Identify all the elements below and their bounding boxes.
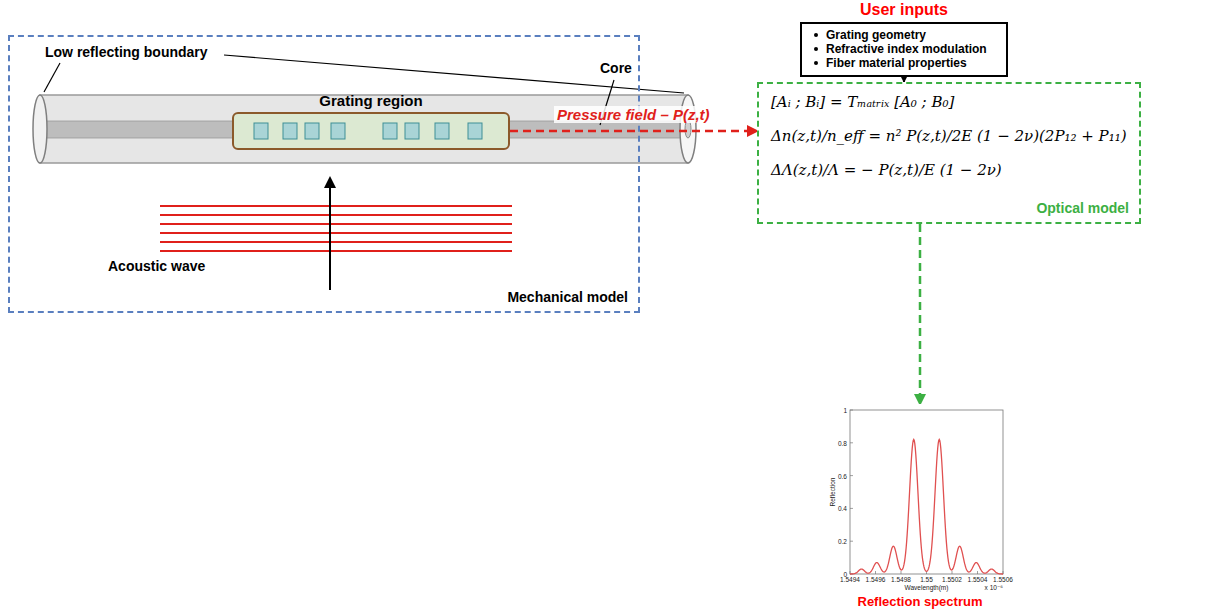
grating-periods [234,114,508,148]
tick-label: 1.5494 [840,576,860,583]
equation: Δn(z,t)/n_eff = n² P(z,t)/2E (1 − 2ν)(2P… [771,126,1127,146]
node-title: User inputs [802,1,1006,19]
bullet-item: Fiber material properties [814,56,996,70]
acoustic-wavefronts [160,206,512,251]
bullet-dot [814,33,818,37]
tick-label: 1.5496 [866,576,886,583]
node-title: Mechanical model [507,289,628,305]
node-title: Reflection spectrum [820,594,1020,609]
bullet-dot [814,47,818,51]
bullet-item: Refractive index modulation [814,42,996,56]
optical-model-box: [Aᵢ ; Bᵢ] = Tₘₐₜᵣᵢₓ [A₀ ; B₀] Δn(z,t)/n_e… [757,82,1141,224]
tick-label: 0.8 [838,439,847,446]
axis-title: Wavelength(m) [905,584,949,591]
input-item: Grating geometry [826,28,926,42]
input-box: User inputsGrating geometryRefractive in… [800,22,1008,77]
part-label: Low reflecting boundary [45,44,208,60]
node-title: Optical model [1036,200,1129,216]
input-item: Refractive index modulation [826,42,987,56]
bullet-dot [814,61,818,65]
node-title: Grating region [234,92,508,109]
tick-label: 0.6 [838,472,847,479]
tick-label: 1.5502 [942,576,962,583]
part-label: Core [600,60,632,76]
tick-label: 1 [843,407,847,414]
left-boundary [33,95,47,163]
equation: ΔΛ(z,t)/Λ = − P(z,t)/E (1 − 2ν) [771,160,1127,180]
tick-label: 0.4 [838,505,847,512]
input-item: Fiber material properties [826,56,967,70]
flow-arrow [510,130,757,133]
tick-label: 1.5498 [891,576,911,583]
tick-label: 1.5506 [993,576,1013,583]
edge-label: Pressure field – P(z,t) [554,106,713,123]
tick-label: 1.5504 [968,576,988,583]
part-label: Acoustic wave [108,258,205,274]
bullet-item: Grating geometry [814,28,996,42]
flow-arrow [919,224,922,404]
axis-exponent: x 10⁻⁶ [985,584,1003,592]
leader-line [44,63,60,92]
leader-line [224,55,684,93]
axis-title: Reflection [829,478,836,507]
equation: [Aᵢ ; Bᵢ] = Tₘₐₜᵣᵢₓ [A₀ ; B₀] [771,92,1127,112]
tick-label: 1.55 [920,576,933,583]
model-region: Mechanical model Grating region [8,35,640,313]
tick-label: 0.2 [838,538,847,545]
propagation-arrow [329,178,331,290]
grating-region: Grating region [232,112,510,150]
spectrum-plot: Reflection spectrumReflection00.20.40.60… [820,404,1020,612]
